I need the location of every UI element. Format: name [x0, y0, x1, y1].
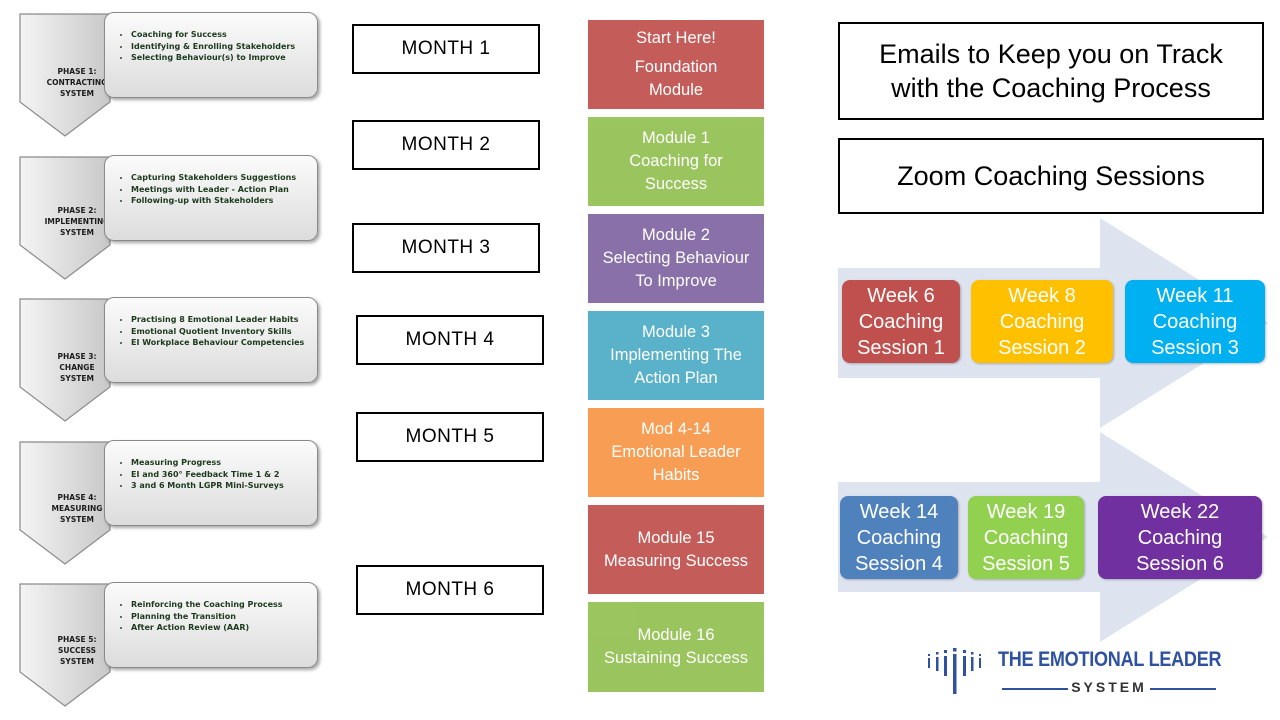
month-2-box: MONTH 2: [352, 120, 540, 170]
month-6-box: MONTH 6: [356, 565, 544, 615]
phase-chevron-icon: [19, 298, 111, 422]
phase-item: Planning the Transition: [131, 611, 311, 623]
phase-details: Coaching for Success Identifying & Enrol…: [104, 12, 318, 98]
logo-divider: [1002, 688, 1068, 690]
phase-item: Coaching for Success: [131, 29, 311, 41]
phase-item: Capturing Stakeholders Suggestions: [131, 172, 311, 184]
logo-name: THE EMOTIONAL LEADER: [998, 648, 1222, 671]
phase-item: 3 and 6 Month LGPR Mini-Surveys: [131, 480, 311, 492]
phase-details: Reinforcing the Coaching Process Plannin…: [104, 582, 318, 668]
phase-item: Selecting Behaviour(s) to Improve: [131, 52, 311, 64]
logo-subtitle: SYSTEM: [1071, 679, 1147, 695]
logo-divider: [1150, 688, 1216, 690]
phase-item: After Action Review (AAR): [131, 622, 311, 634]
phase-item: EI Workplace Behaviour Competencies: [131, 337, 311, 349]
month-5-box: MONTH 5: [356, 412, 544, 462]
month-1-box: MONTH 1: [352, 24, 540, 74]
phase-item: Reinforcing the Coaching Process: [131, 599, 311, 611]
phase-item: Identifying & Enrolling Stakeholders: [131, 41, 311, 53]
phase-details: Measuring Progress EI and 360° Feedback …: [104, 440, 318, 526]
phase-item: Measuring Progress: [131, 457, 311, 469]
phase-details: Practising 8 Emotional Leader Habits Emo…: [104, 297, 318, 383]
month-3-box: MONTH 3: [352, 223, 540, 273]
phase-details: Capturing Stakeholders Suggestions Meeti…: [104, 155, 318, 241]
phase-chevron-icon: [19, 583, 111, 707]
zoom-sessions-box: Zoom Coaching Sessions: [838, 138, 1264, 214]
phase-chevron-icon: [19, 13, 111, 137]
phase-chevron-icon: [19, 156, 111, 280]
phase-item: Following-up with Stakeholders: [131, 195, 311, 207]
month-4-box: MONTH 4: [356, 315, 544, 365]
phase-item: Emotional Quotient Inventory Skills: [131, 326, 311, 338]
phase-item: Meetings with Leader - Action Plan: [131, 184, 311, 196]
emotional-leader-logo: THE EMOTIONAL LEADER SYSTEM: [926, 644, 1226, 704]
phase-item: EI and 360° Feedback Time 1 & 2: [131, 469, 311, 481]
phase-chevron-icon: [19, 441, 111, 565]
logo-figures-icon: [928, 648, 981, 694]
phase-item: Practising 8 Emotional Leader Habits: [131, 314, 311, 326]
